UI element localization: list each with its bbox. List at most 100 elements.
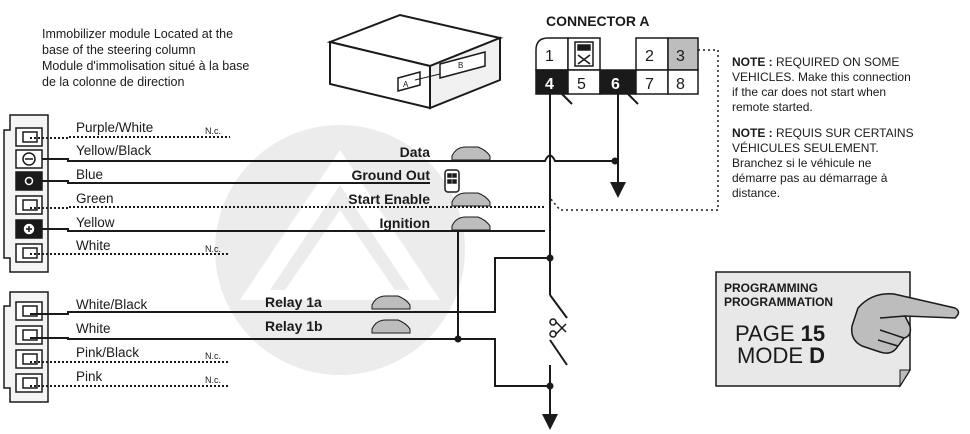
pin-socket-icon [15, 349, 43, 369]
module-port-a-label: A [403, 80, 409, 89]
wire-color-label: Pink [76, 369, 103, 384]
wire-pin-7-hook [627, 93, 639, 105]
pointing-hand-icon [850, 293, 960, 354]
nc-label: N.c. [205, 244, 221, 254]
module-port-link [414, 73, 441, 81]
wire-color-label: White [76, 238, 111, 253]
note-fr-line: VÉHICULES SEULEMENT. [732, 140, 879, 155]
junction-dot [611, 157, 619, 165]
wire-purple-white [30, 136, 230, 139]
wire-yellow-ignition [42, 228, 545, 232]
wire-color-label: Pink/Black [76, 345, 139, 360]
note-fr-label: NOTE : [732, 126, 773, 140]
programming-label: PROGRAMMING [724, 281, 818, 295]
module-note-line: Module d'immolisation situé à la base [42, 59, 249, 73]
wire-white-black-relay-1a [30, 257, 550, 315]
car-icon [451, 146, 491, 161]
nc-label: N.c. [205, 351, 221, 361]
pin-5-label: 5 [577, 76, 586, 93]
pin-2 [635, 37, 669, 71]
power-pin-icon [15, 219, 43, 239]
cut-scissors-icon [549, 318, 567, 338]
watermark-logo [215, 125, 465, 375]
wire-function-label: Start Enable [348, 191, 430, 207]
ground-pin-icon [15, 171, 43, 191]
pin-2-label: 2 [645, 48, 654, 65]
module-note-line: Immobilizer module Located at the [42, 27, 233, 41]
pin-7-label: 7 [645, 76, 654, 93]
note-fr-line: Branchez si le véhicule ne [732, 156, 872, 170]
wire-green-start-enable [30, 206, 430, 209]
note-en-line: if the car does not start when [732, 85, 886, 99]
pin-socket-icon [15, 325, 43, 345]
optional-link-dotted [549, 49, 719, 211]
wire-color-label: Green [76, 191, 114, 206]
programming-card: PROGRAMMING PROGRAMMATION PAGE 15 MODE D [715, 271, 911, 388]
connector-title: CONNECTOR A [546, 13, 649, 29]
pin-socket-icon [15, 195, 43, 215]
module-note-line: base of the steering column [42, 43, 196, 57]
wire-pin-5-hook [561, 93, 573, 105]
wire-blue-ground-out [42, 180, 430, 184]
note-en-label: NOTE : [732, 55, 773, 69]
wire-color-label: Yellow/Black [76, 143, 152, 158]
wire-color-label: White [76, 321, 111, 336]
page-number: 15 [801, 321, 825, 346]
junction-dot [546, 382, 554, 390]
pin-8-label: 8 [676, 76, 685, 93]
svg-text:NOTE : REQUIRED ON SOME: NOTE : REQUIRED ON SOME [732, 55, 899, 69]
note-en-line: VEHICLES. Make this connection [732, 70, 911, 84]
wire-white-relay-1b [30, 337, 550, 387]
nc-label: N.c. [205, 375, 221, 385]
note-block: NOTE : REQUIRED ON SOME VEHICLES. Make t… [732, 55, 914, 200]
note-fr-line: démarre pas au démarrage à [732, 171, 888, 185]
pin-4-label: 4 [545, 76, 554, 93]
connector-a [535, 37, 699, 95]
pin-6-label: 6 [611, 76, 620, 93]
svg-text:PAGE 15: PAGE 15 [735, 321, 825, 346]
module-port-b-label: B [458, 61, 463, 70]
module-note: Immobilizer module Located at the base o… [42, 27, 249, 89]
note-en-line: REQUIRED ON SOME [773, 55, 900, 69]
wire-function-label: Ground Out [351, 167, 430, 183]
wire-color-label: Yellow [76, 215, 115, 230]
programming-label-fr: PROGRAMMATION [724, 295, 833, 309]
page-label: PAGE [735, 321, 801, 346]
junction-dot [454, 335, 462, 343]
pin-7 [635, 69, 669, 95]
pin-1 [535, 37, 569, 71]
mode-label: MODE [737, 343, 809, 368]
svg-text:MODE D: MODE D [737, 343, 825, 368]
note-en-line: remote started. [732, 100, 813, 114]
pin-3 [667, 37, 699, 71]
nc-label: N.c. [205, 126, 221, 136]
wire-function-label: Data [400, 144, 431, 160]
connector-key-icon [574, 41, 594, 67]
wire-function-label: Ignition [379, 215, 430, 231]
wire-color-label: Purple/White [76, 120, 153, 135]
wire-yellow-black-data [42, 154, 615, 162]
relay-contact-upper [549, 294, 568, 319]
pin-1-label: 1 [545, 48, 554, 65]
mode-value: D [809, 343, 825, 368]
wire-ignition-to-relay [430, 230, 459, 339]
wire-function-label: Relay 1a [265, 294, 322, 310]
pin-socket-icon [15, 373, 43, 393]
junction-dot [546, 254, 554, 262]
svg-text:NOTE : REQUIS SUR CERTAINS: NOTE : REQUIS SUR CERTAINS [732, 126, 914, 140]
car-icon [371, 319, 411, 334]
note-fr-line: REQUIS SUR CERTAINS [773, 126, 914, 140]
module-note-line: de la colonne de direction [42, 75, 185, 89]
immobilizer-module-box [326, 13, 504, 110]
relay-contact-lower [549, 339, 568, 366]
car-icon [371, 295, 411, 310]
pin-8 [667, 69, 699, 95]
pin-5 [567, 69, 601, 95]
pin-socket-icon [15, 301, 43, 321]
wire-color-label: Blue [76, 167, 103, 182]
loop-connector-icon [15, 149, 43, 169]
wire-function-label: Relay 1b [265, 318, 323, 334]
car-icon [451, 216, 491, 231]
note-fr-line: distance. [732, 186, 780, 200]
